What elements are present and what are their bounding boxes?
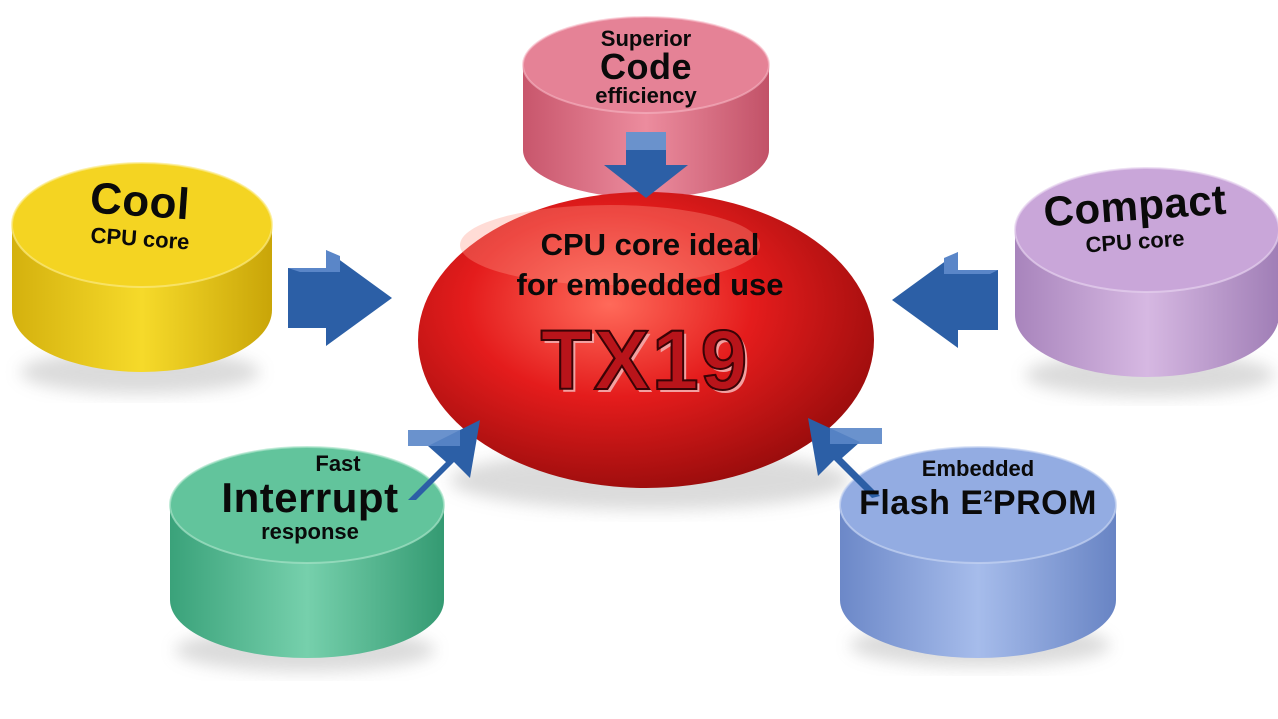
cylinder-interrupt	[169, 446, 445, 658]
flash-node-big-suffix: PROM	[992, 484, 1097, 522]
flash-node-big-prefix: Flash E	[859, 484, 984, 522]
cylinder-compact	[1014, 167, 1278, 377]
code-node-label: Superior Code efficiency	[546, 28, 746, 107]
arrow-top-icon	[604, 132, 688, 198]
code-node-big: Code	[600, 46, 692, 87]
flash-node-superscript: 2	[983, 488, 993, 506]
center-title: CPU core ideal for embedded use	[440, 225, 860, 305]
cylinder-flash	[839, 446, 1117, 658]
cool-node-label: Cool CPU core	[50, 174, 230, 255]
interrupt-node-bottom: response	[261, 519, 359, 544]
center-title-line1: CPU core ideal	[540, 227, 760, 262]
compact-node-label: Compact CPU core	[1030, 176, 1240, 258]
interrupt-node-big: Interrupt	[221, 474, 399, 521]
center-title-line2: for embedded use	[516, 267, 784, 302]
arrow-bottom-left-icon	[408, 420, 480, 500]
arrow-bottom-right-icon	[808, 418, 882, 498]
flash-node-top: Embedded	[921, 456, 1035, 481]
cylinder-code	[522, 16, 770, 198]
flash-node-big: Flash E2PROM	[840, 486, 1116, 520]
cylinder-cool	[11, 162, 273, 372]
product-name: TX19	[540, 313, 750, 407]
code-node-top: Superior	[600, 26, 692, 51]
cool-node-big: Cool	[88, 173, 192, 230]
interrupt-node-label: Fast Interrupt response	[180, 453, 440, 543]
interrupt-node-top: Fast	[315, 451, 361, 476]
flash-node-label: Embedded Flash E2PROM	[840, 456, 1116, 521]
arrow-left-icon	[288, 250, 392, 346]
center-ellipsoid	[418, 192, 874, 488]
arrow-right-icon	[892, 252, 998, 348]
code-node-bottom: efficiency	[595, 83, 697, 108]
